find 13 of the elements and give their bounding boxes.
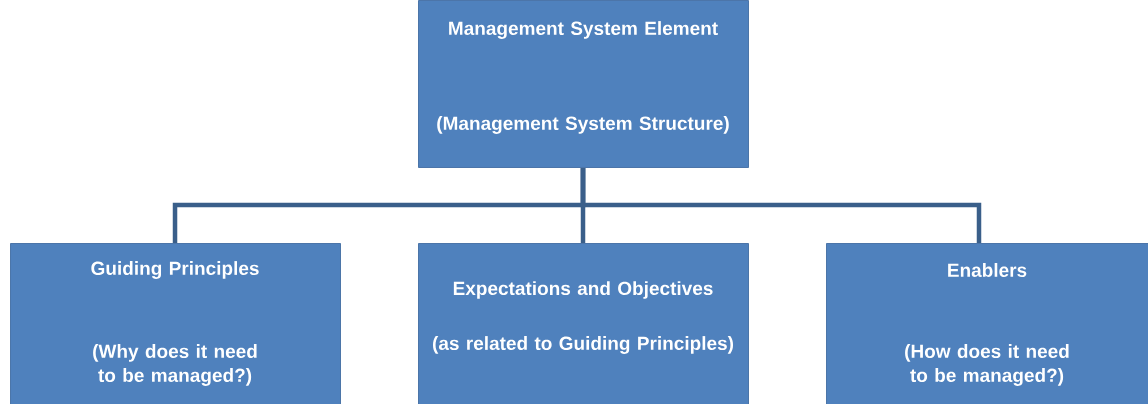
process-box — [10, 243, 341, 404]
box-heading: Enablers — [948, 263, 1027, 277]
box-text: (as related to Guiding Principles) — [433, 336, 734, 354]
box-heading: Guiding Principles — [91, 261, 259, 279]
connector-line — [580, 168, 982, 243]
box-text: (How does it need to be managed?) — [905, 344, 1069, 386]
box-heading: Management System Element — [449, 21, 718, 39]
box-text: (Why does it need to be managed?) — [93, 344, 257, 386]
box-text: (Management System Structure) — [437, 116, 729, 134]
process-box — [418, 0, 749, 168]
process-box — [826, 243, 1148, 404]
process-box — [418, 243, 749, 404]
box-heading: Expectations and Objectives — [453, 281, 713, 299]
